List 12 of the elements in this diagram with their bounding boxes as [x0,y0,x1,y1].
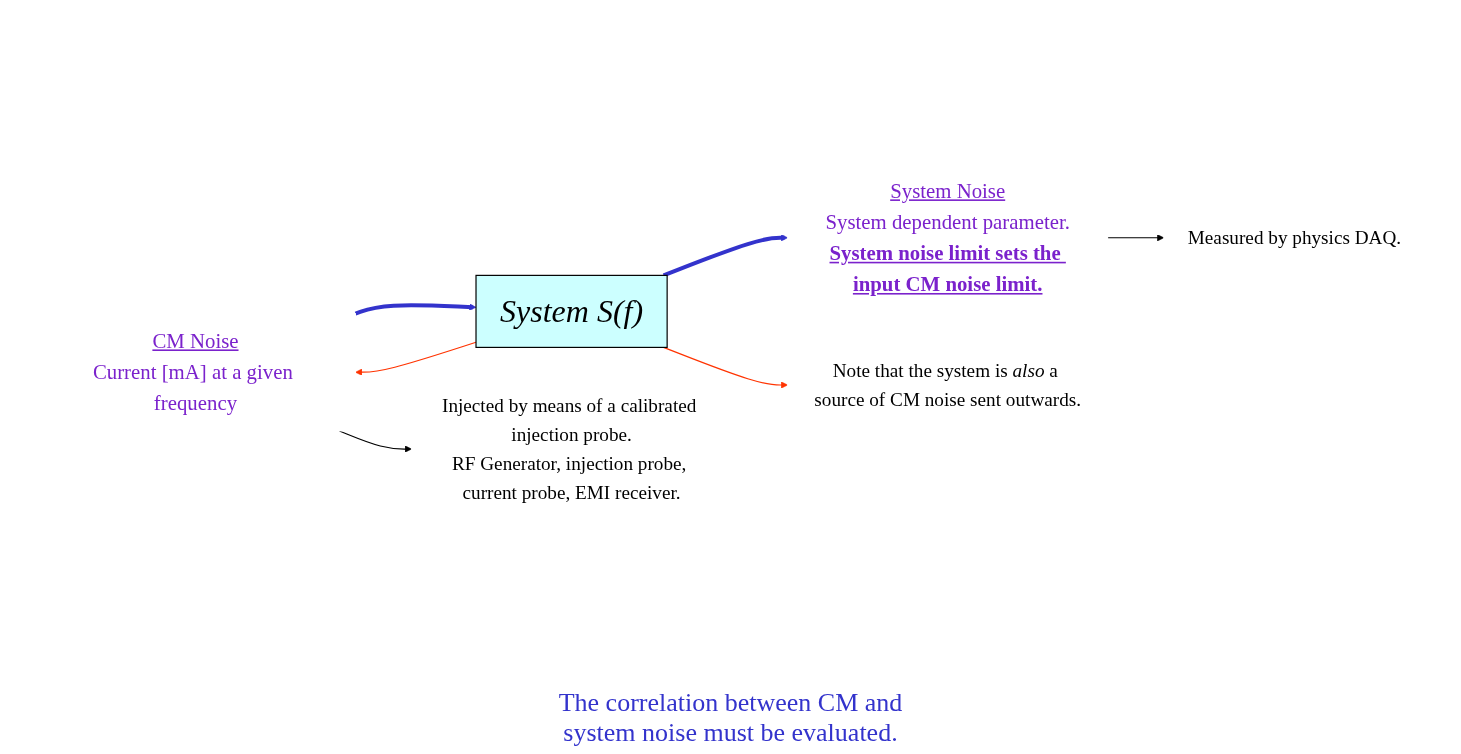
node-text: Injected by means of a calibrated injection probe. RF Generator, injection probe, current probe, EMI receiver. [442,395,697,503]
arrow [355,341,477,376]
note-text: The correlation between CM and system noise must be evaluated. [557,688,904,748]
arrow [355,303,477,316]
node-box: System S(f) [475,274,668,348]
node-text: CM Noise Current [mA] at a given frequency [93,329,294,416]
arrow [663,346,789,389]
node-text: System Noise System dependent parameter. System noise limit sets the input CM noise limit. [825,179,1071,297]
arrow [1107,234,1165,242]
node-text: Measured by physics DAQ. [1187,227,1402,249]
arrow [663,234,789,278]
node-text: Note that the system is also a source of CM noise sent outwards. [814,360,1082,410]
